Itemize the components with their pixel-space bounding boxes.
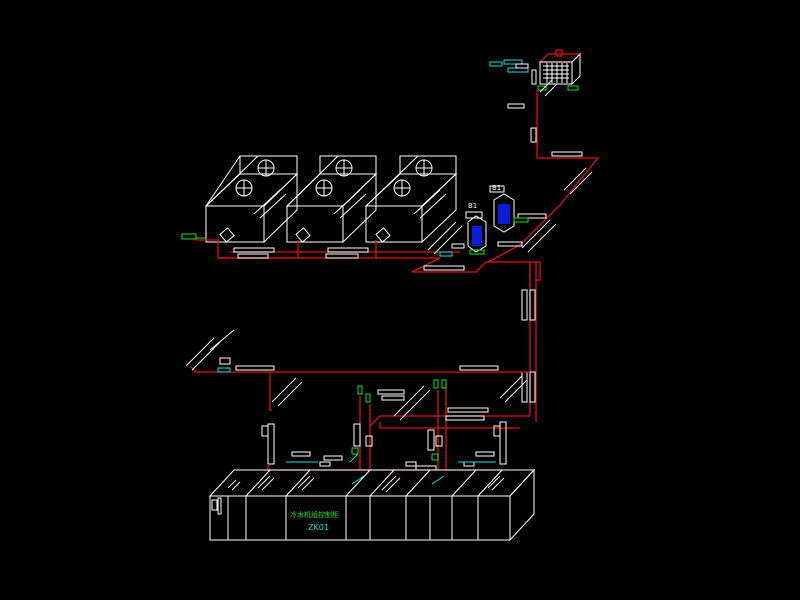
cabinet-code: ZK01 <box>308 523 329 532</box>
cabinet-title: 冷水机组控制柜 <box>290 510 339 519</box>
pump-left-tag: B1 <box>468 202 477 210</box>
expansion-tank <box>489 49 582 109</box>
chilled-water-pump-right: B1 <box>427 184 547 255</box>
chiller-unit-1 <box>204 155 299 244</box>
pump-right-tag: B1 <box>492 184 501 192</box>
lower-pump-assemblies <box>261 421 507 485</box>
distribution-header <box>185 329 530 470</box>
chiller-header-piping <box>181 233 541 281</box>
chiller-unit-2 <box>285 155 378 244</box>
control-cabinet: 冷水机组控制柜 ZK01 <box>208 468 536 542</box>
chilled-water-pump-left: B1 <box>451 202 487 255</box>
riser-piping <box>487 90 600 422</box>
chiller-unit-3 <box>364 155 458 244</box>
